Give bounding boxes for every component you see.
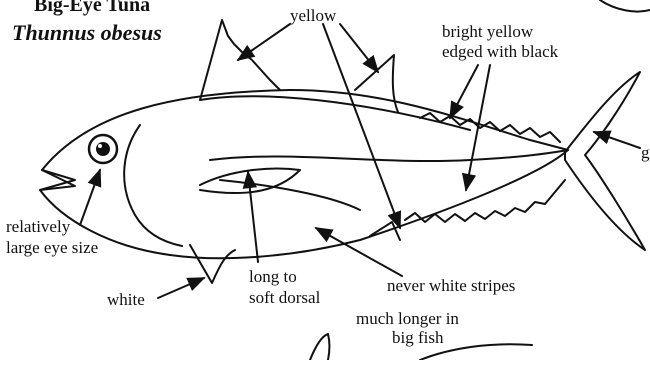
label-bright-yellow-line1: bright yellow — [442, 22, 533, 41]
arrow-yellow-to-second-dorsal — [340, 24, 378, 72]
arrow-long-to-soft-dorsal — [248, 172, 258, 262]
label-large-eye-size: large eye size — [6, 238, 98, 257]
label-white: white — [107, 290, 145, 309]
title-scientific-name: Thunnus obesus — [12, 20, 162, 46]
arrow-cut-to-caudal — [594, 132, 640, 148]
arrow-eye-size — [80, 170, 100, 225]
corner-sketch — [600, 0, 650, 12]
eye-icon — [89, 135, 117, 163]
arrow-yellow-to-first-dorsal — [238, 24, 290, 60]
body-shading-curve — [220, 180, 360, 210]
gill-cover — [124, 125, 182, 246]
caudal-fin — [565, 72, 645, 250]
arrow-bright-yellow-to-dorsal-finlets — [450, 65, 478, 118]
pelvic-fin — [190, 245, 235, 283]
label-never-white-stripes: never white stripes — [387, 276, 515, 295]
second-dorsal-fin — [355, 55, 398, 112]
label-bright-yellow-line2: edged with black — [442, 42, 558, 61]
arrow-never-white-stripes — [316, 228, 402, 276]
partial-fin-sketch — [310, 334, 330, 360]
lateral-line-middle — [210, 150, 568, 161]
first-dorsal-fin — [200, 20, 280, 100]
arrow-yellow-to-anal-fin — [323, 24, 400, 228]
label-relatively: relatively — [6, 217, 70, 236]
arrow-bright-yellow-to-ventral-finlets — [466, 65, 490, 190]
label-much-longer: much longer in — [356, 309, 459, 328]
label-big-fish: big fish — [392, 328, 443, 347]
fish-body-outline — [40, 90, 568, 258]
arrow-white — [158, 278, 204, 298]
label-cut-off: g — [641, 143, 650, 162]
label-soft-dorsal: soft dorsal — [249, 288, 320, 307]
label-long-to: long to — [249, 267, 297, 286]
title-common-name: Big-Eye Tuna — [34, 0, 150, 15]
label-yellow: yellow — [290, 6, 336, 25]
